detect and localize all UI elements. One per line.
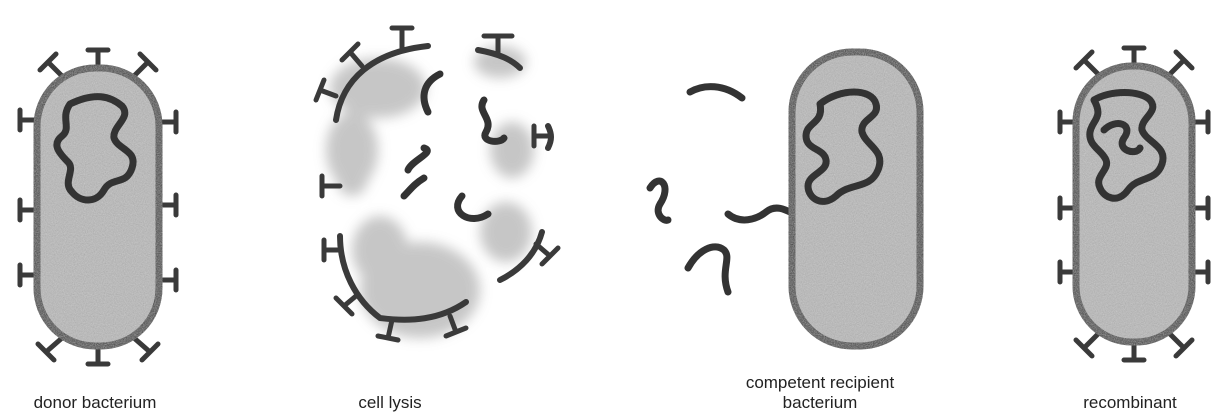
donor-cell-body — [37, 68, 159, 346]
recombinant-label: recombinant — [1060, 393, 1200, 413]
recombinant-cell-body — [1076, 66, 1192, 342]
recipient-free-dna — [650, 87, 794, 292]
donor-bacterium-label: donor bacterium — [10, 393, 180, 413]
competent-recipient-label: competent recipient bacterium — [700, 373, 940, 413]
dna-fragment-icon — [690, 87, 742, 98]
recombinant-bacterium — [1060, 48, 1208, 360]
competent-recipient-label-line1: competent recipient — [746, 373, 894, 392]
cell-lysis-label: cell lysis — [330, 393, 450, 413]
dna-fragment-icon — [424, 74, 440, 112]
competent-recipient-label-line2: bacterium — [700, 393, 940, 413]
dna-fragment-icon — [650, 181, 668, 220]
dna-fragment-icon — [688, 247, 728, 292]
lysed-cell — [316, 28, 558, 340]
dna-fragment-icon — [404, 178, 424, 196]
donor-bacterium — [20, 50, 176, 364]
dna-fragment-icon — [728, 208, 794, 220]
dna-fragment-icon — [458, 196, 488, 219]
dna-fragment-icon — [408, 148, 427, 170]
recipient-bacterium — [650, 52, 920, 346]
